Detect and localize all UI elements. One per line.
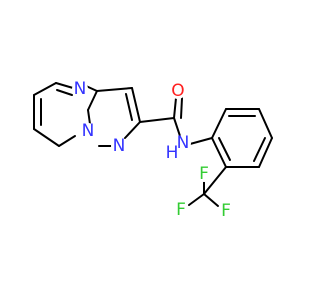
- atom-label: F: [176, 200, 186, 220]
- atom-label: F: [221, 201, 231, 221]
- bond: [125, 93, 133, 121]
- molecule-structure-diagram: N N N O N H F F F: [33, 79, 273, 221]
- bond: [258, 137, 273, 168]
- atom-f-top: F: [196, 164, 212, 184]
- atom-o-carbonyl: O: [170, 81, 186, 101]
- atom-label-layer: N N N O N H F F F: [72, 79, 234, 221]
- bond-layer: [33, 82, 273, 207]
- bond: [56, 89, 73, 96]
- atom-f-left: F: [173, 200, 189, 220]
- atom-label: N: [82, 121, 95, 141]
- bond: [203, 166, 227, 195]
- atom-label: N: [177, 133, 190, 153]
- bond: [55, 82, 74, 89]
- bond: [58, 135, 76, 147]
- atom-label: O: [171, 81, 184, 101]
- bond: [131, 87, 141, 123]
- atom-f-right: F: [218, 201, 234, 221]
- bond: [139, 117, 175, 123]
- bond: [87, 90, 98, 111]
- bond: [85, 85, 98, 92]
- atom-n-bridge: N: [80, 121, 96, 141]
- atom-nh-amide: N H: [165, 133, 191, 163]
- bond: [33, 128, 60, 147]
- bond: [96, 87, 133, 92]
- bond: [87, 109, 91, 125]
- atom-n-pyrazole: N: [111, 136, 127, 156]
- atom-label: F: [199, 164, 209, 184]
- bond: [173, 97, 177, 119]
- bond: [211, 108, 227, 139]
- bond: [218, 137, 231, 161]
- bond: [124, 121, 141, 139]
- bond: [180, 97, 183, 119]
- bond: [253, 137, 266, 162]
- bond: [189, 137, 213, 145]
- atom-label: H: [166, 143, 179, 163]
- bond: [203, 193, 219, 207]
- bond: [211, 137, 227, 168]
- bond: [173, 117, 181, 137]
- atom-n-pyrimidine: N: [72, 79, 88, 99]
- atom-label: N: [74, 79, 87, 99]
- atom-label: N: [113, 136, 126, 156]
- bond: [258, 108, 273, 139]
- bond: [188, 193, 205, 206]
- bond: [33, 82, 57, 96]
